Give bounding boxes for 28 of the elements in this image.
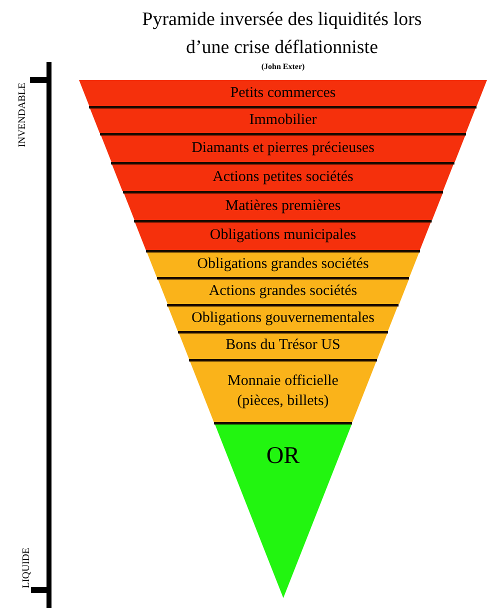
band-label: Bons du Trésor US: [224, 336, 342, 355]
source-note: (John Exter): [260, 62, 306, 72]
diagram-title: Pyramide inversée des liquidités lors d’une crise déflationniste: [141, 8, 423, 60]
band-label: Petits commerces: [229, 84, 337, 103]
band-label: Actions grandes sociétés: [208, 282, 358, 300]
band-label: Obligations gouvernementales: [190, 308, 376, 328]
pyramid-band: [156, 277, 410, 304]
pyramid-band: [89, 106, 477, 133]
pyramid-band: [100, 133, 466, 162]
pyramid-band: [167, 304, 399, 331]
axis-label: LIQUIDE: [21, 546, 33, 590]
band-label: Obligations municipales: [208, 226, 358, 245]
pyramid-band: [146, 250, 420, 277]
band-label: Diamants et pierres précieuses: [190, 138, 376, 158]
band-label: Matières premières: [224, 196, 342, 216]
pyramid-band: [188, 359, 378, 422]
band-label: Monnaie officielle (pièces, billets): [226, 372, 340, 410]
pyramid-band: [178, 331, 388, 359]
band-label: Obligations grandes sociétés: [196, 254, 370, 274]
pyramid-band: [79, 80, 487, 106]
axis-label: INVENDABLE: [17, 82, 29, 150]
band-label: OR: [266, 442, 300, 470]
pyramid-band: [134, 220, 432, 250]
pyramid-band: [122, 191, 444, 220]
band-label: Actions petites sociétés: [212, 168, 354, 186]
band-label: Immobilier: [248, 110, 318, 130]
pyramid-band: [111, 162, 455, 191]
pyramid-band: [214, 422, 352, 598]
